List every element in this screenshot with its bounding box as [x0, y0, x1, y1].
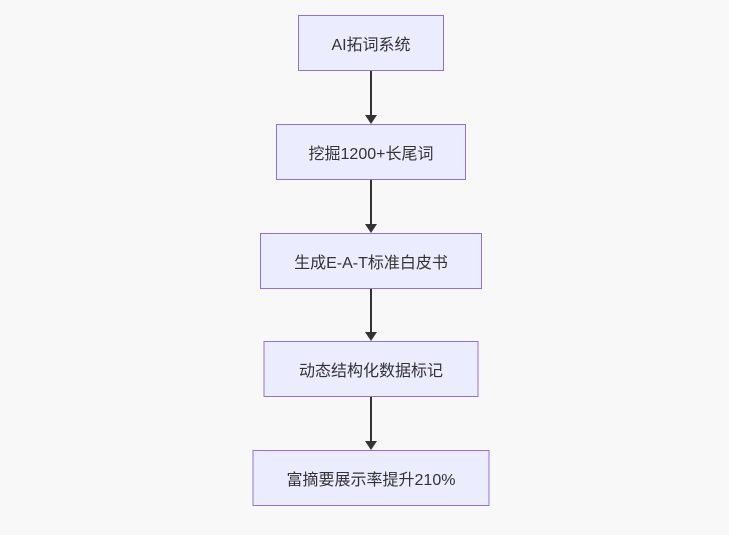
arrow-line	[370, 397, 372, 441]
flow-node-label: 挖掘1200+长尾词	[308, 146, 434, 163]
flow-arrow-4	[364, 397, 378, 450]
arrowhead-down-icon	[365, 441, 377, 450]
flow-node-longtail-mining: 挖掘1200+长尾词	[276, 124, 466, 180]
flow-node-structured-data: 动态结构化数据标记	[263, 341, 479, 397]
flow-node-eat-whitepaper: 生成E-A-T标准白皮书	[260, 233, 482, 289]
flow-arrow-1	[364, 71, 378, 124]
flow-node-label: 动态结构化数据标记	[298, 363, 443, 380]
flow-node-label: 生成E-A-T标准白皮书	[294, 255, 448, 272]
flow-node-label: AI拓词系统	[331, 37, 411, 54]
arrowhead-down-icon	[365, 224, 377, 233]
flow-arrow-2	[364, 180, 378, 233]
flow-node-label: 富摘要展示率提升210%	[286, 472, 456, 489]
flow-node-rich-snippet-result: 富摘要展示率提升210%	[252, 450, 490, 506]
flow-node-ai-keyword-system: AI拓词系统	[298, 15, 444, 71]
arrowhead-down-icon	[365, 332, 377, 341]
arrow-line	[370, 71, 372, 115]
arrow-line	[370, 180, 372, 224]
flow-arrow-3	[364, 289, 378, 341]
arrow-line	[370, 289, 372, 332]
arrowhead-down-icon	[365, 115, 377, 124]
